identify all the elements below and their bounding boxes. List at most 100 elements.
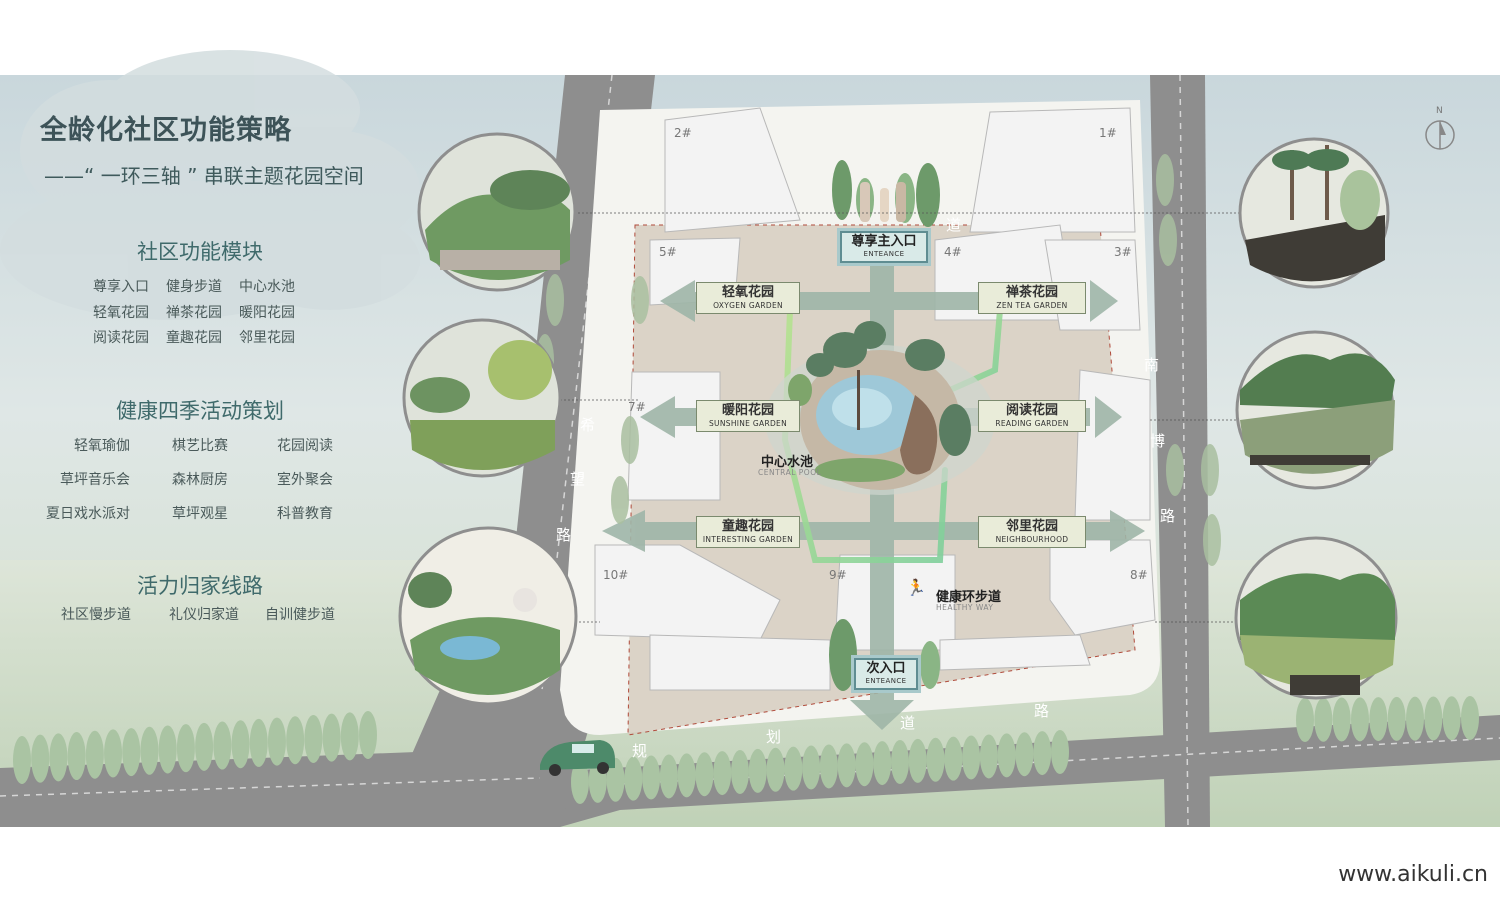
tree — [231, 720, 250, 769]
healthy-way-label: 健康环步道 — [936, 590, 1002, 605]
tree — [926, 737, 945, 782]
tree — [249, 718, 268, 767]
activity-item: 草坪观星 — [172, 506, 228, 522]
tree — [304, 714, 323, 763]
tree — [49, 733, 68, 782]
garden-name: 童趣花园 — [721, 519, 774, 534]
building-number: 10# — [603, 568, 629, 582]
photo-bubble-left-mid — [402, 318, 562, 478]
tree — [1015, 732, 1034, 777]
tree — [13, 736, 31, 784]
photo-bubble-right-top — [1238, 137, 1390, 289]
tree — [195, 722, 214, 771]
tree — [67, 732, 86, 781]
garden-label-oxygen: 轻氧花园 OXYGEN GARDEN — [696, 282, 800, 314]
tree — [642, 755, 661, 800]
garden-name-en: READING GARDEN — [995, 419, 1069, 428]
tree — [1461, 696, 1479, 740]
road-name-south: 规 — [632, 742, 648, 760]
building-number: 4# — [944, 245, 962, 259]
tree — [837, 743, 856, 788]
tree — [122, 728, 141, 777]
tree — [606, 757, 625, 802]
entrance-name-en: ENTEANCE — [863, 250, 905, 258]
road-name-west: 望 — [570, 470, 586, 488]
photo-bubble-right-bottom — [1234, 536, 1398, 700]
module-item: 禅茶花园 — [166, 305, 222, 321]
tree — [695, 752, 714, 797]
tree — [1424, 696, 1443, 741]
entrance-name: 尊享主入口 — [851, 234, 917, 249]
module-item: 邻里花园 — [239, 330, 295, 346]
garden-name-en: OXYGEN GARDEN — [713, 301, 783, 310]
tree — [855, 742, 874, 787]
green-car — [540, 740, 615, 776]
tree — [677, 753, 696, 798]
road-name-east: 南 — [1144, 356, 1160, 374]
entrance-trees — [829, 160, 940, 691]
tree — [85, 730, 104, 779]
road-name-east: 路 — [1160, 507, 1176, 525]
watermark: www.aikuli.cn — [1338, 862, 1488, 887]
tree — [873, 741, 892, 786]
garden-name-en: SUNSHINE GARDEN — [709, 419, 787, 428]
tree-row-left — [13, 711, 377, 784]
healthy-way-label-en: HEALTHY WAY — [936, 603, 994, 612]
tree — [997, 733, 1016, 778]
building-number: 3# — [1114, 245, 1132, 259]
tree — [944, 736, 963, 781]
road-name-west: 希 — [580, 416, 596, 434]
runner-icon: 🏃 — [906, 578, 926, 597]
activity-item: 棋艺比赛 — [172, 438, 228, 454]
tree — [176, 724, 195, 773]
tree — [891, 740, 909, 784]
compass-icon — [1425, 120, 1455, 150]
tree — [784, 746, 803, 791]
building-number: 5# — [659, 245, 677, 259]
main-entrance-label: 尊享主入口 ENTEANCE — [840, 231, 928, 263]
activity-item: 花园阅读 — [277, 438, 333, 454]
tree — [1051, 730, 1069, 774]
route-item: 社区慢步道 — [61, 607, 131, 623]
bubble-connectors — [560, 212, 1240, 623]
tree — [1296, 698, 1314, 742]
tree — [962, 735, 981, 780]
secondary-entrance-label: 次入口 ENTEANCE — [854, 658, 918, 690]
road-name-south: 划 — [766, 728, 782, 746]
tree — [819, 744, 838, 789]
building-number: 9# — [829, 568, 847, 582]
garden-name: 禅茶花园 — [1005, 285, 1058, 300]
photo-bubble-left-top — [417, 132, 577, 292]
tree — [624, 756, 643, 801]
activity-item: 轻氧瑜伽 — [74, 438, 130, 454]
tree — [340, 712, 359, 761]
building-number: 2# — [674, 126, 692, 140]
routes-heading: 活力归家线路 — [137, 574, 263, 598]
garden-name-en: ZEN TEA GARDEN — [996, 301, 1068, 310]
activity-item: 科普教育 — [277, 506, 333, 522]
pool-label-en: CENTRAL POOL — [758, 468, 822, 477]
entrance-name: 次入口 — [866, 661, 906, 676]
tree — [1351, 697, 1369, 742]
tree — [1033, 731, 1052, 776]
tree-row-right — [1296, 696, 1479, 742]
module-item: 健身步道 — [166, 279, 222, 295]
photo-bubble-right-mid — [1235, 330, 1395, 490]
tree — [322, 713, 341, 762]
activity-item: 森林厨房 — [172, 472, 228, 488]
tree — [104, 729, 123, 778]
garden-name: 邻里花园 — [1005, 519, 1058, 534]
tree — [286, 716, 305, 765]
garden-name-en: NEIGHBOURHOOD — [995, 535, 1069, 544]
central-pool — [765, 321, 995, 495]
garden-label-sunshine: 暖阳花园 SUNSHINE GARDEN — [696, 400, 800, 432]
road-name-east: 博 — [1150, 432, 1166, 450]
tree — [571, 760, 589, 804]
module-item: 中心水池 — [239, 279, 295, 295]
tree — [140, 726, 159, 775]
building-number: 8# — [1130, 568, 1148, 582]
garden-name: 暖阳花园 — [721, 403, 774, 418]
tree — [31, 734, 50, 783]
tree — [1369, 697, 1388, 742]
